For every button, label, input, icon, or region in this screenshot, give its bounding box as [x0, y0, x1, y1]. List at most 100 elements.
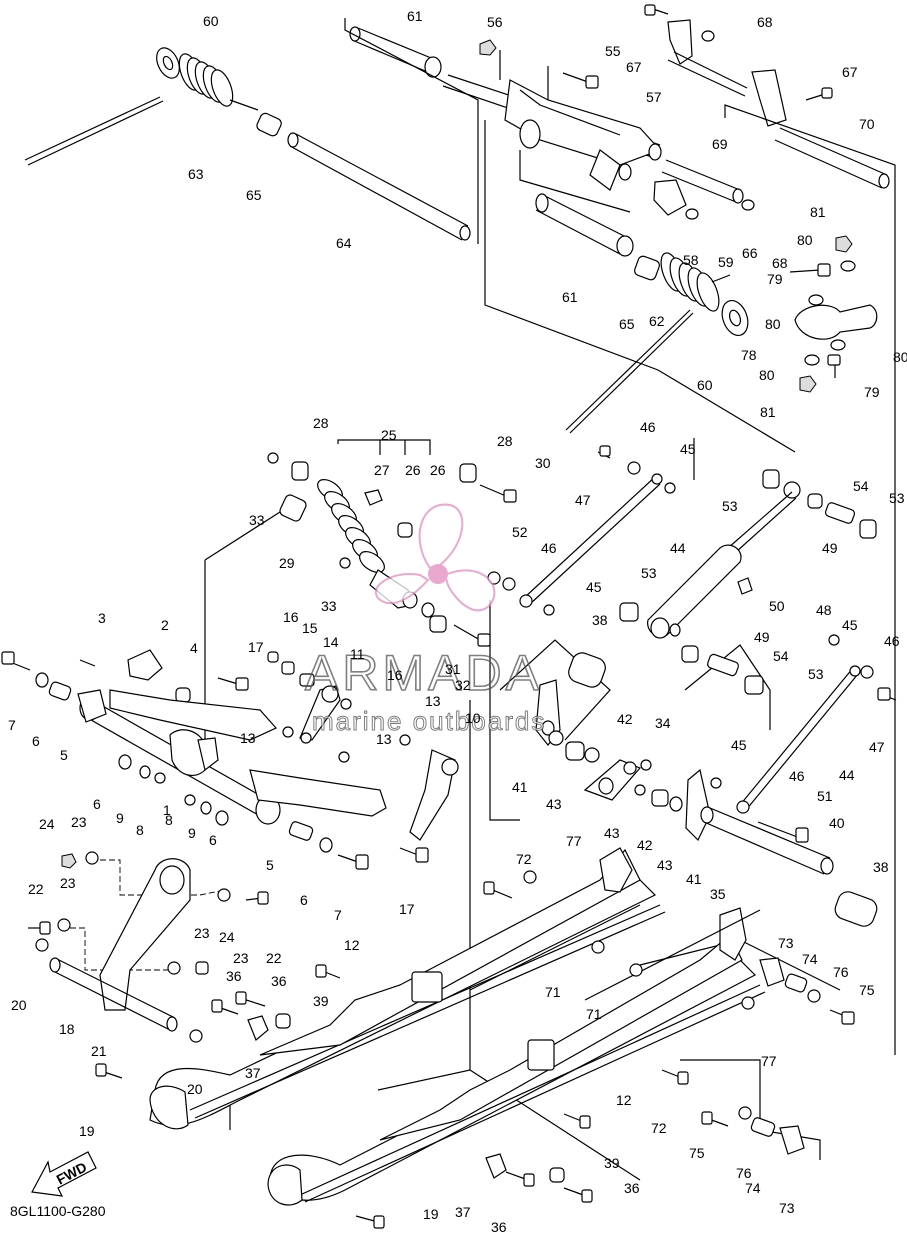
callout-label: 23	[233, 950, 249, 966]
callout-label: 45	[842, 617, 858, 633]
callout-label: 71	[545, 984, 561, 1000]
callout-label: 54	[773, 648, 789, 664]
callout-label: 12	[616, 1092, 632, 1108]
shaft-64	[287, 132, 471, 241]
callout-label: 79	[864, 384, 880, 400]
diagram-code: 8GL1100-G280	[10, 1203, 106, 1219]
callout-label: 53	[808, 666, 824, 682]
callout-label: 77	[761, 1053, 777, 1069]
watermark: ARMADA marine outboards	[304, 503, 546, 737]
callout-label: 47	[869, 739, 885, 755]
callout-label: 24	[219, 929, 235, 945]
callout-label: 3	[98, 610, 106, 626]
callout-label: 17	[399, 901, 415, 917]
callout-label: 6	[300, 892, 308, 908]
callout-label: 62	[649, 313, 665, 329]
callout-label: 65	[619, 316, 635, 332]
callout-label: 8	[136, 822, 144, 838]
callout-label: 71	[586, 1006, 602, 1022]
callout-label: 7	[8, 717, 16, 733]
callout-label: 25	[381, 427, 397, 443]
callout-label: 46	[884, 633, 900, 649]
shaft-61-lower	[535, 193, 634, 257]
callout-label: 39	[604, 1155, 620, 1171]
callout-label: 60	[697, 377, 713, 393]
callout-label: 2	[161, 617, 169, 633]
callout-label: 78	[741, 347, 757, 363]
callout-label: 80	[797, 232, 813, 248]
callout-label: 30	[535, 455, 551, 471]
callout-label: 52	[512, 524, 528, 540]
brackets-67	[644, 4, 833, 127]
callout-label: 40	[829, 815, 845, 831]
front-arm-assembly	[1, 649, 652, 870]
callout-label: 7	[334, 907, 342, 923]
callout-label: 13	[425, 693, 441, 709]
callout-label: 60	[203, 13, 219, 29]
callout-label: 44	[670, 540, 686, 556]
callout-label: 31	[445, 661, 461, 677]
callout-label: 36	[491, 1219, 507, 1233]
callout-label: 37	[455, 1204, 471, 1220]
callout-label: 69	[712, 136, 728, 152]
clamp-78	[789, 235, 878, 393]
callout-label: 67	[842, 64, 858, 80]
torsion-spring-left	[178, 53, 259, 111]
callout-label: 81	[760, 404, 776, 420]
rear-axle-assembly	[535, 652, 878, 927]
callout-label: 47	[575, 492, 591, 508]
callout-label: 53	[889, 490, 905, 506]
callout-label: 9	[116, 810, 124, 826]
shaft-70	[774, 127, 890, 189]
callout-label: 68	[757, 14, 773, 30]
fwd-arrow-icon	[31, 1151, 97, 1197]
callout-label: 33	[321, 598, 337, 614]
callout-label: 20	[11, 997, 27, 1013]
callout-label: 14	[323, 634, 339, 650]
callout-label: 38	[592, 612, 608, 628]
callout-label: 10	[465, 710, 481, 726]
callout-label: 44	[839, 767, 855, 783]
callout-label: 61	[562, 289, 578, 305]
callout-label: 4	[190, 640, 198, 656]
callout-label: 73	[778, 935, 794, 951]
callout-label: 64	[336, 235, 352, 251]
callout-label: 73	[779, 1200, 795, 1216]
callout-label: 9	[188, 825, 196, 841]
rail-hardware	[211, 870, 855, 1229]
callout-label: 42	[637, 837, 653, 853]
callout-label: 81	[810, 204, 826, 220]
callout-label: 29	[279, 555, 295, 571]
callout-label: 43	[546, 796, 562, 812]
callout-label: 6	[209, 832, 217, 848]
lower-link-44	[710, 634, 897, 814]
callout-label: 80	[893, 349, 907, 365]
callout-label: 24	[39, 816, 55, 832]
callout-label: 23	[60, 875, 76, 891]
callout-label: 1	[163, 802, 171, 818]
callout-label: 16	[283, 609, 299, 625]
rear-shock-48	[619, 469, 877, 695]
callout-label: 61	[407, 8, 423, 24]
callout-label: 5	[60, 747, 68, 763]
watermark-tagline: marine outboards	[312, 706, 546, 736]
callout-label: 11	[350, 646, 365, 662]
callout-label: 43	[657, 857, 673, 873]
callout-label: 6	[32, 733, 40, 749]
upper-spring-assembly	[24, 4, 890, 434]
callout-label: 72	[651, 1120, 667, 1136]
callout-label: 77	[566, 833, 582, 849]
front-bracket-21	[28, 851, 269, 1079]
callout-label: 51	[817, 788, 833, 804]
callout-label: 80	[765, 316, 781, 332]
callout-label: 67	[626, 59, 642, 75]
callout-label: 74	[745, 1180, 761, 1196]
callout-label: 74	[802, 951, 818, 967]
callout-label: 23	[71, 814, 87, 830]
callout-label: 72	[516, 851, 532, 867]
callout-label: 46	[640, 419, 656, 435]
callout-label: 19	[423, 1206, 439, 1222]
callout-label: 21	[91, 1043, 107, 1059]
